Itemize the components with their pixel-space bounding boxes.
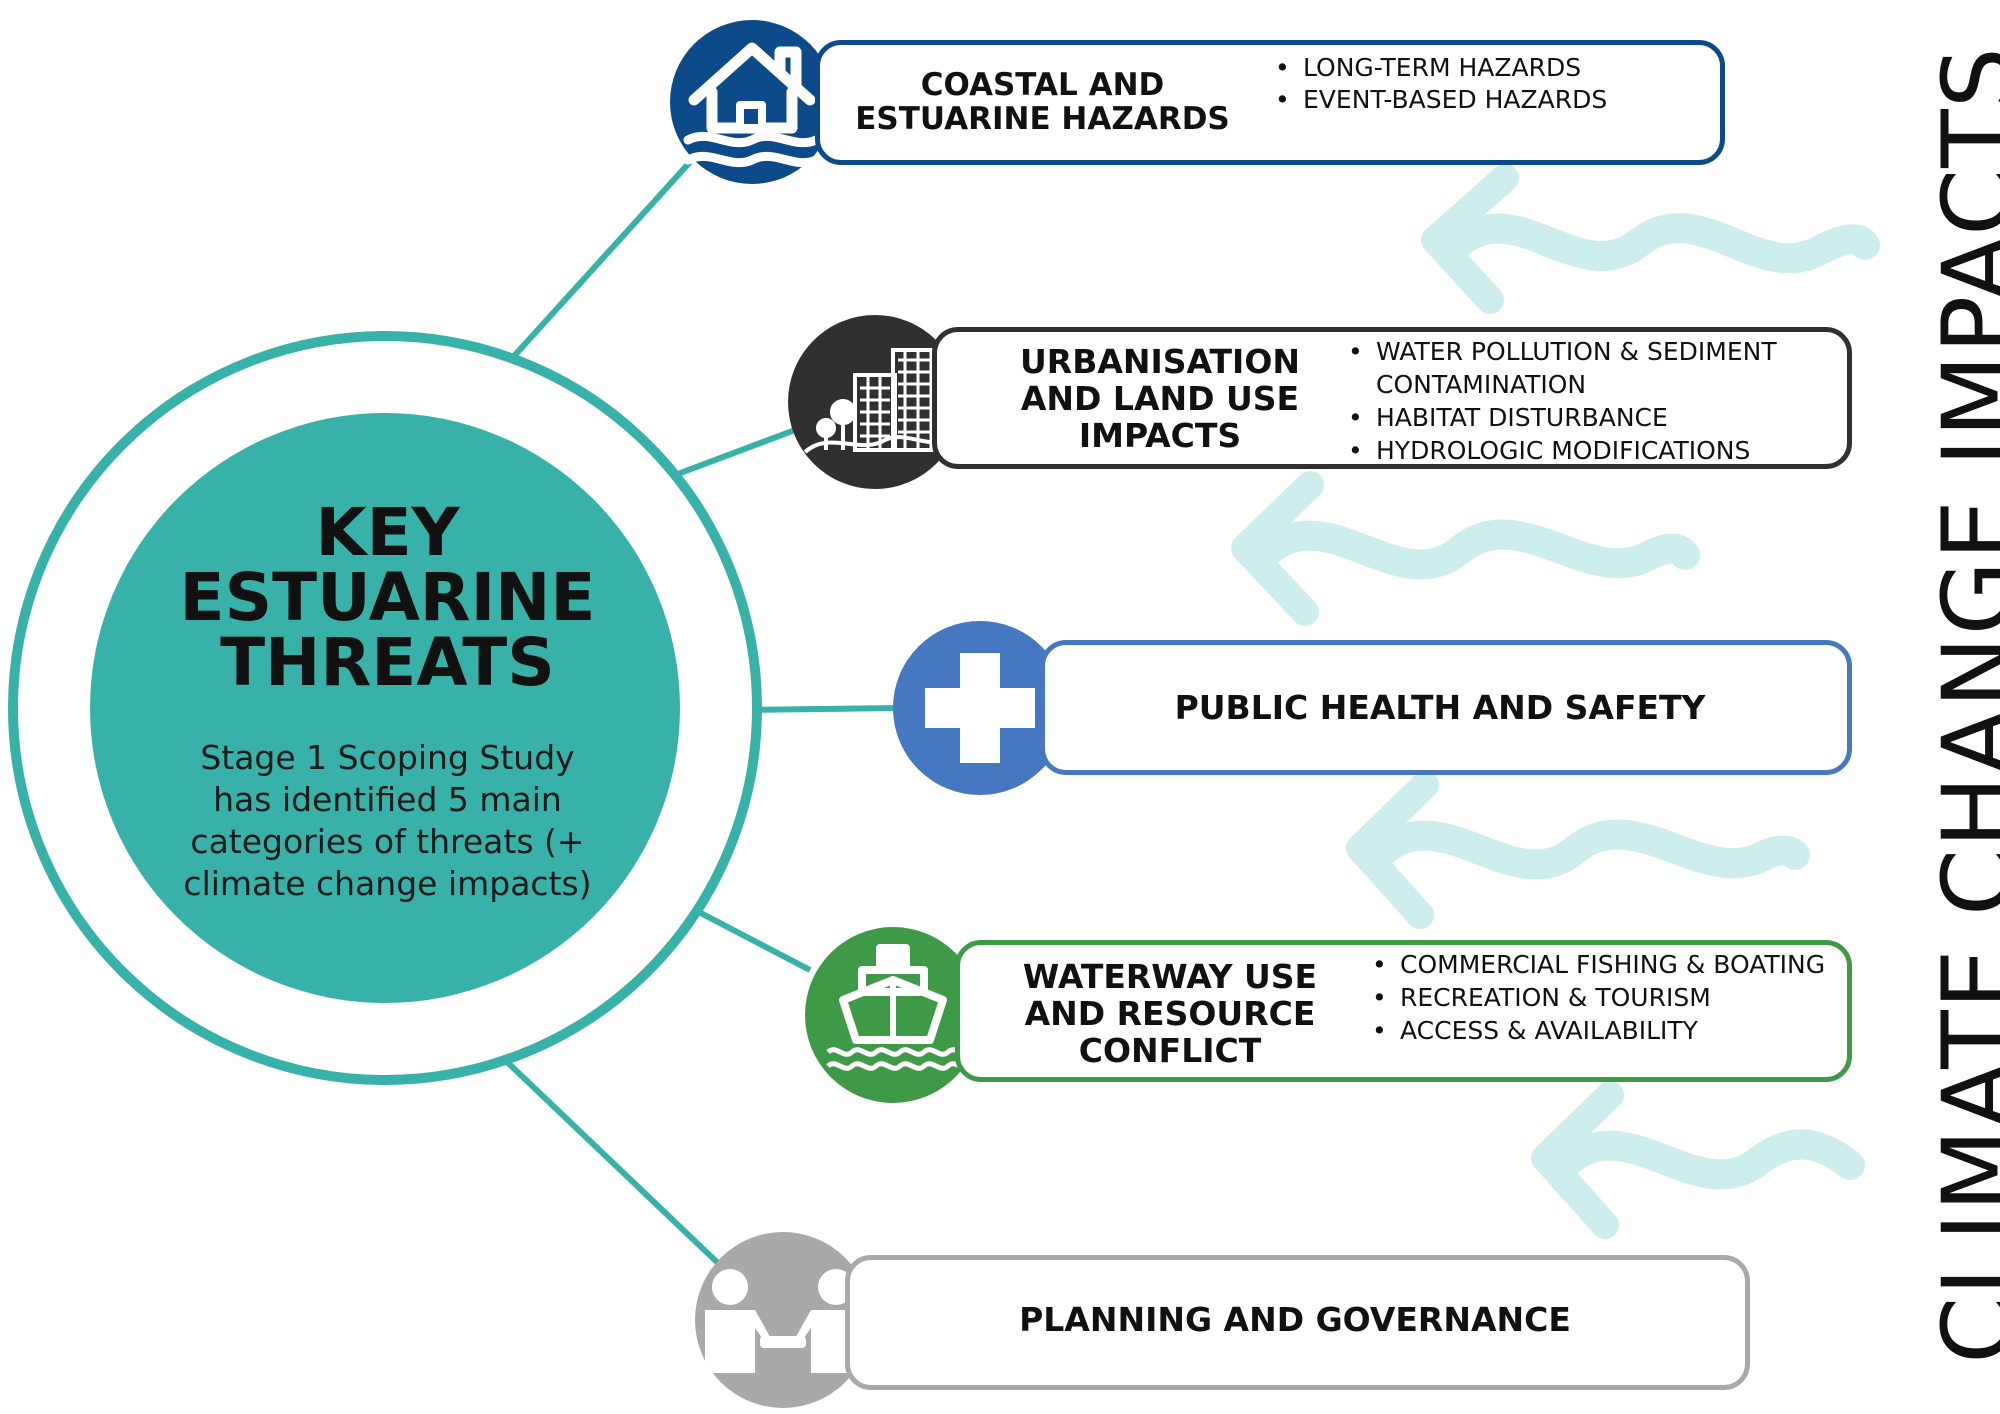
- connector-waterway: [693, 907, 812, 973]
- category-title-line: WATERWAY USE: [1022, 957, 1318, 996]
- bullet-item: LONG-TERM HAZARDS: [1275, 52, 1705, 84]
- bullet-item: COMMERCIAL FISHING & BOATING: [1372, 948, 1832, 981]
- house-flood-icon: [683, 42, 821, 168]
- center-disc: [90, 413, 680, 1003]
- center-title-line: ESTUARINE: [179, 559, 596, 636]
- wave-arrow-2: [1231, 471, 1700, 626]
- category-title-coastal: COASTAL AND ESTUARINE HAZARDS: [840, 68, 1245, 136]
- category-title-line: PUBLIC HEALTH AND SAFETY: [1174, 688, 1706, 727]
- center-subtitle-line: Stage 1 Scoping Study: [200, 738, 575, 777]
- category-title-line: IMPACTS: [1078, 416, 1242, 455]
- category-title-line: URBANISATION: [1019, 342, 1300, 381]
- icon-circle-coastal: [670, 20, 834, 184]
- center-subtitle-line: climate change impacts): [183, 864, 592, 903]
- category-title-line: PLANNING AND GOVERNANCE: [1019, 1300, 1571, 1339]
- bullet-item: EVENT-BASED HAZARDS: [1275, 84, 1705, 116]
- climate-wave-arrows: [1231, 164, 1880, 1239]
- climate-change-impacts-title: CLIMATE CHANGE IMPACTS: [1922, 46, 2000, 1364]
- ship-icon: [826, 944, 974, 1071]
- category-box-health: [1040, 640, 1852, 775]
- category-title-health: PUBLIC HEALTH AND SAFETY: [1100, 688, 1780, 728]
- center-title-line: THREATS: [220, 624, 555, 701]
- icon-circle-urban: [788, 315, 962, 489]
- center-subtitle: Stage 1 Scoping Study has identified 5 m…: [165, 737, 610, 905]
- connector-urban: [673, 427, 797, 478]
- bullet-item: HABITAT DISTURBANCE: [1348, 401, 1828, 434]
- bullet-item: WATER POLLUTION & SEDIMENT CONTAMINATION: [1348, 335, 1828, 401]
- category-title-waterway: WATERWAY USE AND RESOURCE CONFLICT: [990, 958, 1350, 1069]
- wave-arrow-1: [1421, 164, 1880, 314]
- category-box-planning: [845, 1255, 1750, 1390]
- center-title: KEY ESTUARINE THREATS: [155, 494, 620, 701]
- category-bullets-waterway: COMMERCIAL FISHING & BOATING RECREATION …: [1372, 948, 1832, 1047]
- icon-circle-waterway: [805, 927, 981, 1103]
- category-title-urban: URBANISATION AND LAND USE IMPACTS: [990, 343, 1330, 454]
- center-subtitle-line: has identified 5 main: [213, 780, 562, 819]
- center-title-line: KEY: [315, 494, 460, 571]
- category-bullets-urban: WATER POLLUTION & SEDIMENT CONTAMINATION…: [1348, 335, 1828, 467]
- connector-planning: [502, 1057, 723, 1268]
- category-bullets-coastal: LONG-TERM HAZARDS EVENT-BASED HAZARDS: [1275, 52, 1705, 116]
- connector-health: [744, 705, 896, 713]
- category-title-line: CONFLICT: [1078, 1031, 1262, 1070]
- center-subtitle-line: categories of threats (+: [190, 822, 585, 861]
- wave-arrow-4: [1531, 1081, 1865, 1239]
- icon-circle-health: [893, 621, 1067, 795]
- bullet-item: RECREATION & TOURISM: [1372, 981, 1832, 1014]
- category-title-line: AND LAND USE: [1020, 379, 1300, 418]
- bullet-item: HYDROLOGIC MODIFICATIONS: [1348, 434, 1828, 467]
- wave-arrow-3: [1346, 771, 1810, 929]
- icon-circle-planning: [695, 1232, 871, 1408]
- bullet-item: ACCESS & AVAILABILITY: [1372, 1014, 1832, 1047]
- category-title-planning: PLANNING AND GOVERNANCE: [905, 1300, 1685, 1340]
- connector-coastal: [512, 159, 693, 358]
- category-title-line: ESTUARINE HAZARDS: [855, 101, 1230, 137]
- medical-cross-icon: [925, 653, 1035, 763]
- category-title-line: COASTAL AND: [920, 67, 1165, 103]
- connector-lines: [502, 159, 896, 1268]
- category-title-line: AND RESOURCE: [1024, 994, 1316, 1033]
